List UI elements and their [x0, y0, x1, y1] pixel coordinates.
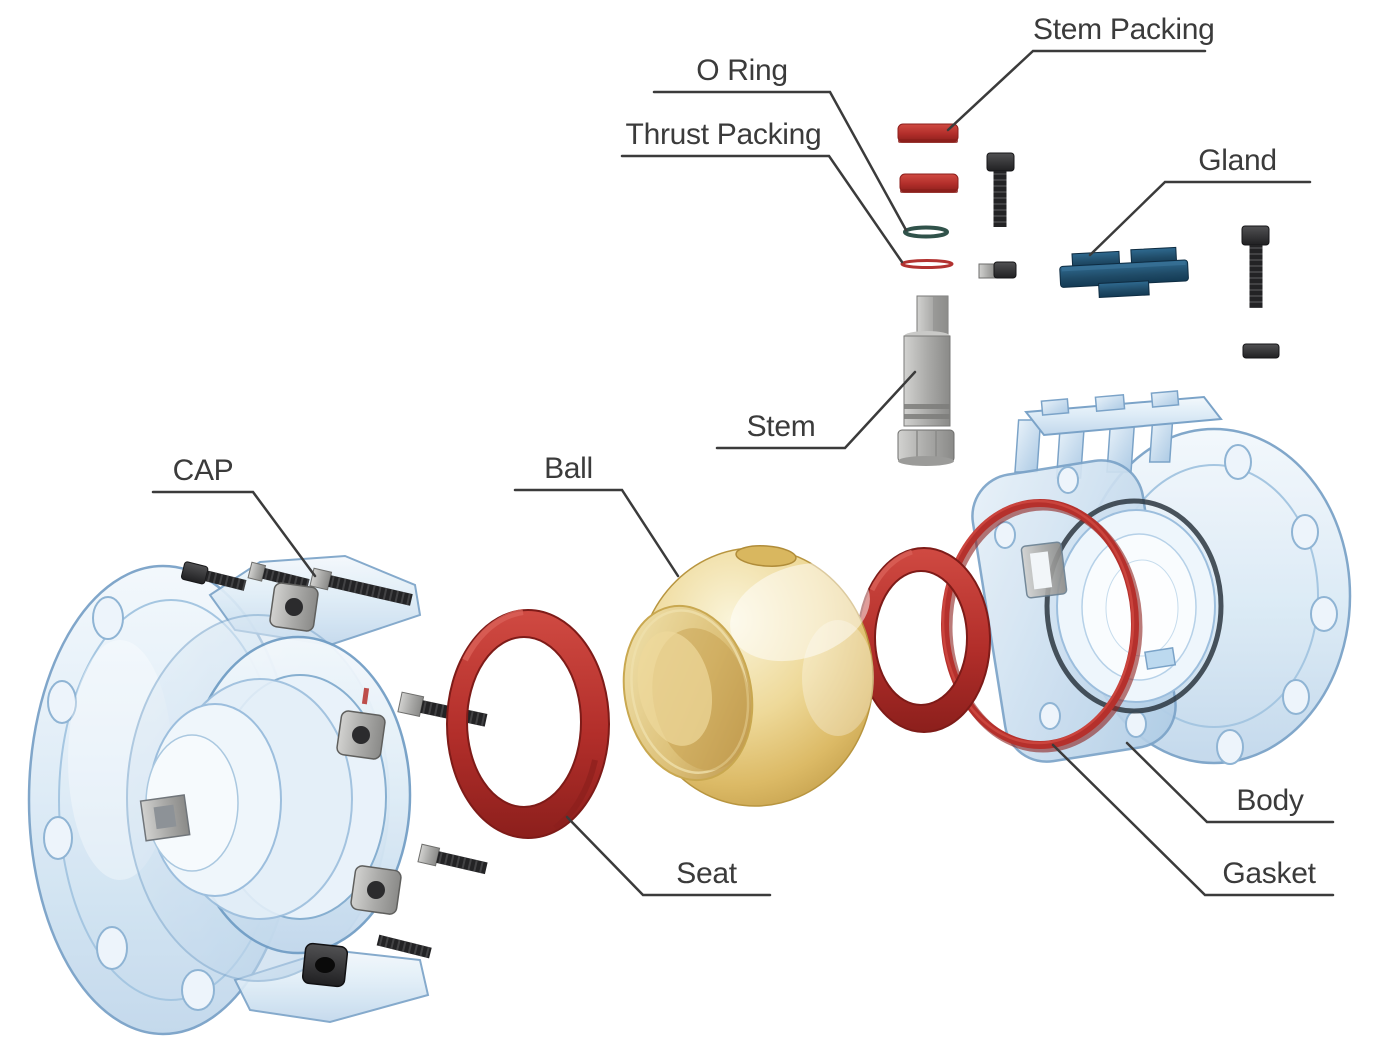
gland-nut-right [1242, 343, 1280, 359]
label-cap: CAP [172, 454, 234, 487]
stem-packing-rings [897, 123, 959, 193]
leader-stem [715, 370, 917, 450]
ball-part [622, 545, 874, 807]
gland-part [1059, 246, 1189, 299]
cap-hex-nuts [269, 582, 402, 988]
label-stem-packing: Stem Packing [1033, 13, 1215, 46]
gland-nut-left [978, 261, 1017, 279]
leader-seat [565, 815, 772, 897]
body-flange-holes [1216, 444, 1338, 765]
leader-gasket [1051, 743, 1335, 897]
leader-gland [1088, 180, 1312, 257]
leader-lines [151, 49, 1335, 897]
thrust-packing-part [900, 259, 954, 269]
leader-thrust-packing [620, 154, 904, 264]
cap-stem-socket [139, 794, 191, 842]
label-gland: Gland [1198, 144, 1277, 177]
stem-part [897, 295, 955, 466]
ball-bore [622, 604, 754, 782]
gland-screw-right [1241, 225, 1270, 308]
leader-body [1125, 741, 1335, 824]
gasket-part [941, 499, 1143, 753]
label-gasket: Gasket [1222, 857, 1316, 890]
leader-stem-packing [946, 49, 1207, 132]
seat-part-left [445, 609, 611, 839]
leader-o-ring [652, 90, 908, 232]
leader-cap [151, 490, 317, 578]
body-part [971, 390, 1352, 765]
label-seat: Seat [676, 857, 737, 890]
o-ring-part [903, 225, 949, 239]
cap-flange-holes [43, 596, 215, 1011]
label-stem: Stem [746, 410, 816, 443]
leader-ball [513, 488, 680, 578]
cap-part [27, 554, 488, 1036]
label-o-ring: O Ring [696, 54, 788, 87]
label-ball: Ball [544, 452, 593, 485]
gland-screw-left [986, 152, 1015, 227]
label-thrust-packing: Thrust Packing [625, 118, 822, 151]
label-body: Body [1236, 784, 1304, 817]
body-window [1020, 541, 1068, 599]
seat-part-right [856, 547, 992, 733]
body-neck-holes [994, 466, 1147, 738]
